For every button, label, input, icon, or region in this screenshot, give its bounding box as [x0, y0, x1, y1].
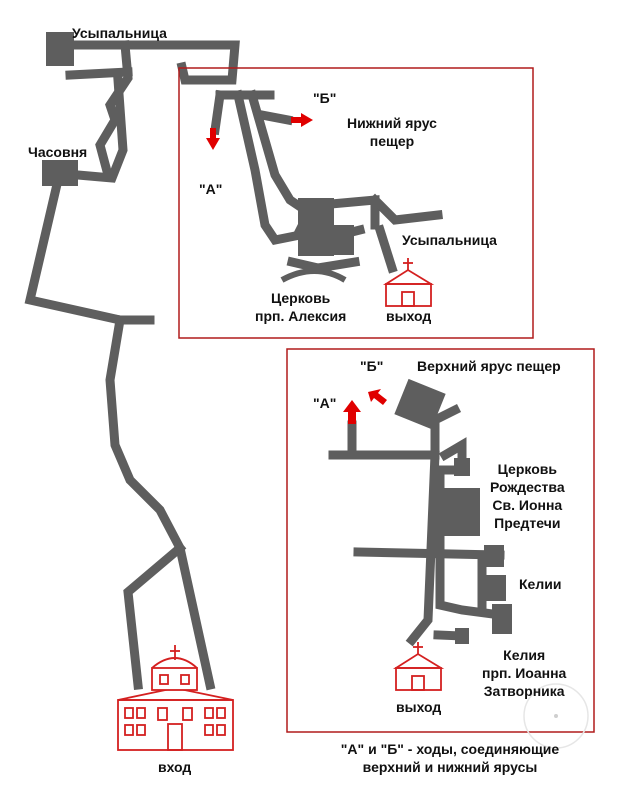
caption: "А" и "Б" - ходы, соединяющие верхний и …: [340, 741, 560, 775]
tomb-top-label: Усыпальница: [72, 25, 167, 41]
upper-cell-3: [492, 604, 512, 634]
lower-marker-a: "А": [199, 181, 223, 197]
upper-cell-4: [455, 628, 469, 644]
lower-arrow-a: [206, 128, 220, 150]
lower-church-arc: [280, 268, 347, 283]
lower-marker-b: "Б": [313, 90, 337, 106]
chapel-block: [42, 160, 78, 186]
upper-marker-a: "А": [313, 395, 337, 411]
upper-room-top: [394, 378, 446, 430]
upper-cell-2: [486, 575, 506, 601]
chapel-label: Часовня: [28, 144, 88, 160]
upper-cells-label: Келии: [519, 576, 562, 592]
tomb-top-block: [46, 32, 74, 66]
upper-church-block: [434, 488, 480, 536]
upper-tier-title: Верхний ярус пещер: [417, 358, 561, 374]
faint-circle: [523, 683, 589, 749]
lower-tier-frame: [178, 67, 534, 339]
lower-tier-passages: [209, 89, 443, 274]
upper-marker-b: "Б": [360, 358, 384, 374]
upper-arrow-a: [343, 400, 361, 424]
upper-arrow-b: [368, 389, 387, 405]
lower-tomb-label: Усыпальница: [402, 232, 497, 248]
main-passages: [24, 40, 240, 691]
upper-exit-label: выход: [396, 699, 442, 715]
entrance-building: [117, 645, 234, 751]
lower-church-block-2: [318, 225, 354, 255]
upper-tier-passages: [328, 403, 506, 647]
lower-tier-title: Нижний ярус пещер: [347, 115, 437, 149]
lower-church-label: Церковь прп. Алексия: [255, 290, 347, 324]
upper-small-room: [454, 458, 470, 476]
lower-exit-building: [382, 258, 435, 307]
upper-cell-1: [484, 545, 504, 567]
lower-exit-label: выход: [386, 308, 432, 324]
upper-exit-building: [392, 642, 445, 691]
lower-arrow-b: [291, 113, 313, 127]
upper-tier-frame: [286, 348, 595, 733]
entrance-label: вход: [158, 759, 192, 775]
upper-cell-ioann-label: Келия прп. Иоанна Затворника: [482, 647, 567, 699]
upper-church-label: Церковь Рождества Св. Ионна Предтечи: [490, 461, 565, 531]
